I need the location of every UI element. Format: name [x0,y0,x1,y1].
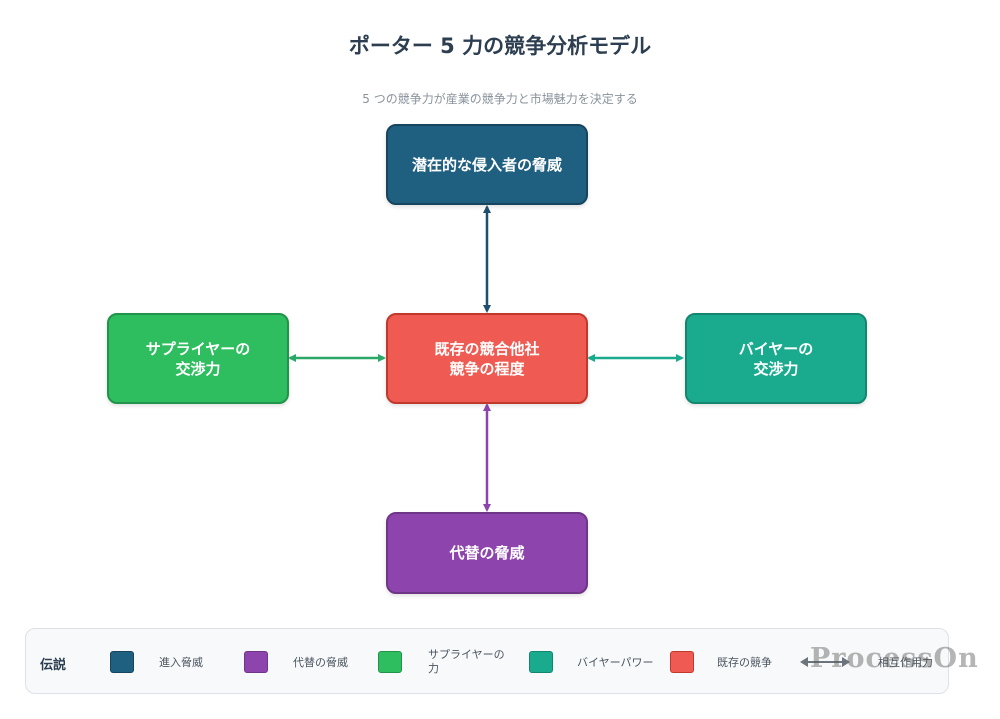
legend-swatch-suppliers [378,651,402,673]
suppliers-box: サプライヤーの 交渉力 [107,313,289,404]
diagram-subtitle: 5 つの競争力が産業の競争力と市場魅力を決定する [362,92,638,106]
legend-double-arrow-icon [800,657,850,667]
legend-label-interaction: 相互作用力 [878,656,933,669]
legend-swatch-buyers [529,651,553,673]
diagram-title: ポーター 5 力の競争分析モデル [348,34,652,58]
legend-label-entrants: 進入脅威 [159,656,203,669]
processon-watermark: ProcessOn [810,643,979,674]
rivalry-box: 既存の競合他社 競争の程度 [386,313,588,404]
legend-label-buyers: バイヤーパワー [577,656,654,669]
substitutes-box: 代替の脅威 [386,512,588,594]
legend-swatch-substitutes [244,651,268,673]
legend-label-suppliers: サプライヤーの 力 [428,648,505,675]
legend-panel: 伝説 進入脅威 代替の脅威 サプライヤーの 力 バイヤーパワー 既存の競争 相互… [25,628,949,694]
buyers-box: バイヤーの 交渉力 [685,313,867,404]
new-entrants-box: 潜在的な侵入者の脅威 [386,124,588,205]
legend-swatch-entrants [110,651,134,673]
legend-title: 伝説 [40,658,67,673]
legend-label-rivalry: 既存の競争 [717,656,772,669]
legend-swatch-rivalry [670,651,694,673]
legend-label-substitutes: 代替の脅威 [293,656,348,669]
